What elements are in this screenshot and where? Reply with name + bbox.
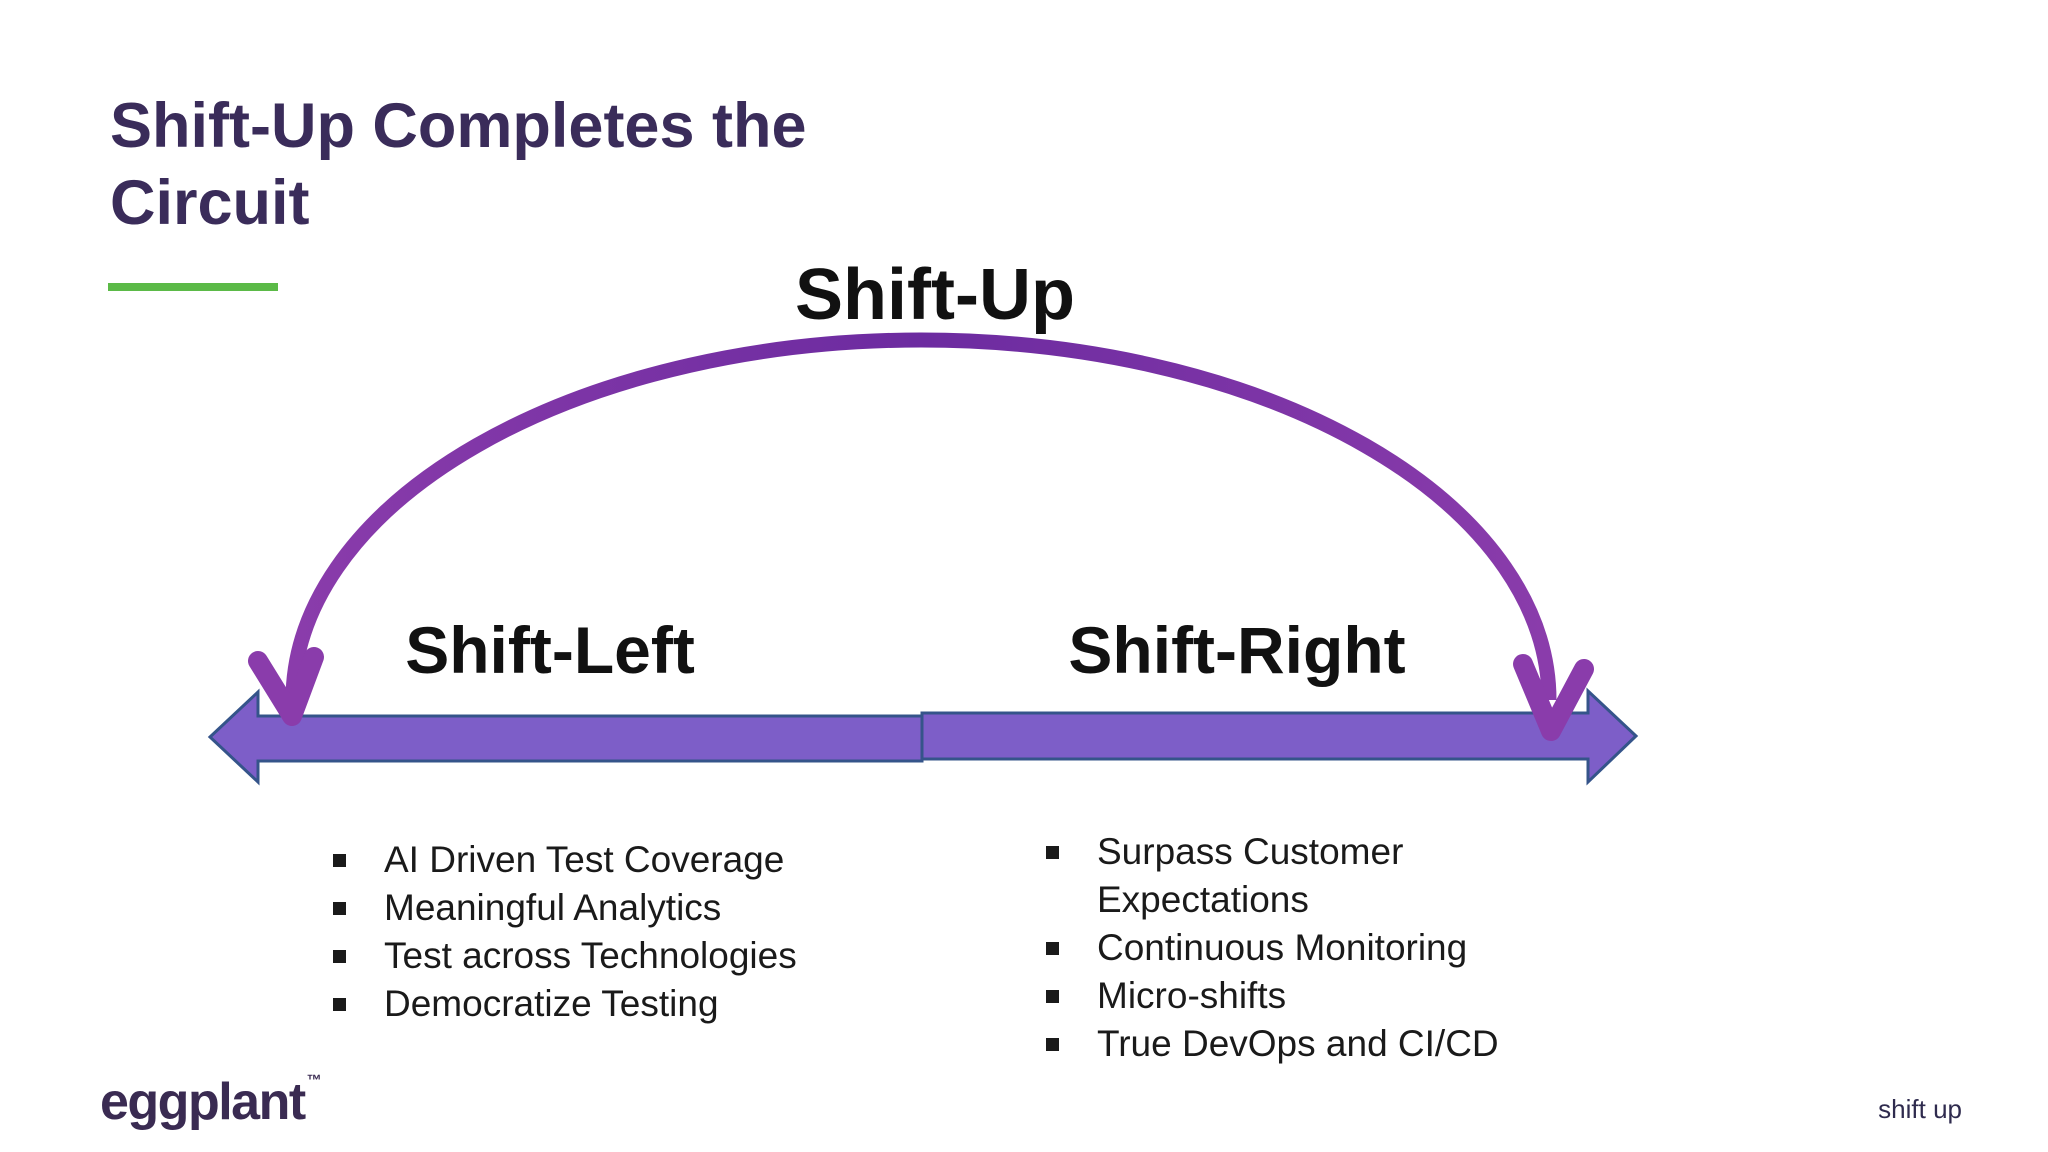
trademark-symbol: ™ bbox=[306, 1072, 322, 1089]
shift-up-arc bbox=[285, 332, 1557, 701]
arc-arrowhead-left-icon bbox=[248, 647, 324, 726]
list-item: True DevOps and CI/CD bbox=[1046, 1020, 1536, 1068]
list-item-text: Democratize Testing bbox=[384, 983, 719, 1024]
eggplant-logo-text: eggplant bbox=[100, 1073, 306, 1131]
shift-right-label: Shift-Right bbox=[1068, 613, 1406, 687]
list-item: Test across Technologies bbox=[333, 932, 953, 980]
bullet-square-icon bbox=[1046, 990, 1059, 1003]
list-item-text: Micro-shifts bbox=[1097, 975, 1287, 1016]
list-item: Micro-shifts bbox=[1046, 972, 1536, 1020]
list-item-text: Test across Technologies bbox=[384, 935, 797, 976]
list-item: AI Driven Test Coverage bbox=[333, 836, 953, 884]
list-item: Meaningful Analytics bbox=[333, 884, 953, 932]
list-item: Continuous Monitoring bbox=[1046, 924, 1536, 972]
page-title: Shift-Up Completes the Circuit bbox=[110, 88, 1110, 242]
list-item-text: Surpass Customer Expectations bbox=[1097, 831, 1404, 920]
title-underline bbox=[108, 283, 278, 291]
bullet-square-icon bbox=[1046, 846, 1059, 859]
page-title-line2: Circuit bbox=[110, 168, 310, 238]
list-item-text: Continuous Monitoring bbox=[1097, 927, 1468, 968]
shift-right-arrow-bar bbox=[920, 687, 1639, 786]
bullet-square-icon bbox=[1046, 1038, 1059, 1051]
list-item-text: True DevOps and CI/CD bbox=[1097, 1023, 1499, 1064]
list-item: Democratize Testing bbox=[333, 980, 953, 1028]
arc-arrowhead-right-icon bbox=[1513, 654, 1594, 741]
footer-note: shift up bbox=[1878, 1094, 1962, 1124]
shift-left-bullet-list: AI Driven Test Coverage Meaningful Analy… bbox=[333, 836, 953, 1028]
page-title-line1: Shift-Up Completes the bbox=[110, 91, 807, 161]
shift-left-label: Shift-Left bbox=[405, 613, 695, 687]
bullet-square-icon bbox=[1046, 942, 1059, 955]
list-item: Surpass Customer Expectations bbox=[1046, 828, 1536, 924]
bullet-square-icon bbox=[333, 902, 346, 915]
bullet-square-icon bbox=[333, 950, 346, 963]
shift-up-label: Shift-Up bbox=[795, 255, 1075, 335]
list-item-text: Meaningful Analytics bbox=[384, 887, 722, 928]
shift-left-arrow-bar bbox=[207, 688, 924, 786]
shift-right-bullet-list: Surpass Customer Expectations Continuous… bbox=[1046, 828, 1536, 1068]
bullet-square-icon bbox=[333, 854, 346, 867]
bullet-square-icon bbox=[333, 998, 346, 1011]
list-item-text: AI Driven Test Coverage bbox=[384, 839, 785, 880]
